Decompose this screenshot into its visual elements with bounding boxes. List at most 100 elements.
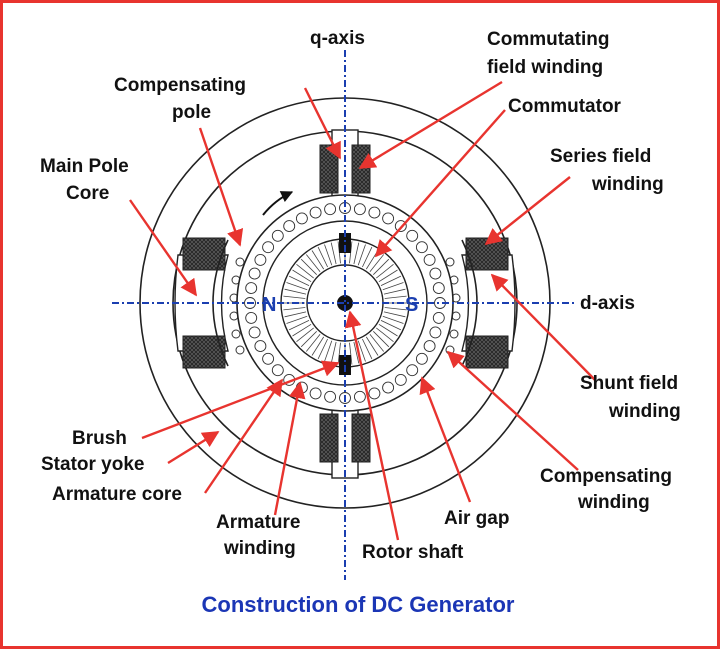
commutator-segment [349,342,353,365]
commutator-segments [283,241,407,365]
commutator-segment [288,275,310,286]
shunt-label-1: Shunt field [580,373,678,394]
armature-conductor [423,253,436,266]
commutator-segment [353,341,360,364]
armature-conductor [415,241,428,254]
commutator-segment [373,331,390,348]
rotation-arrow-icon [262,191,294,216]
commutator-segment [317,246,328,268]
compensating-pole-label-1: Compensating [114,75,246,96]
arrow-compensating-pole [198,127,244,247]
commutator-segment [288,320,310,331]
brush-label: Brush [72,428,127,449]
commutator-segment [357,340,366,362]
armature-conductor [368,387,381,400]
rotor-shaft-label: Rotor shaft [362,542,464,563]
commutator-segment [300,258,317,275]
commutator-segment [380,320,402,331]
armature-conductor [309,206,322,219]
armature-conductor [406,229,419,242]
comp-winding-label-1: Compensating [540,466,672,487]
arrow-rotor-shaft [344,310,400,541]
commutator-segment [353,242,360,265]
commutator-segment [380,275,402,286]
armature-conductor [368,206,381,219]
arrow-commutating [358,80,503,170]
commutator-segment [384,307,407,311]
commutator-segment [305,334,321,352]
commutator-segment [283,295,306,299]
commutator-segment [382,282,404,291]
commutator-segment [311,336,325,356]
armature-core-label: Armature core [52,484,182,505]
commutator-segment [292,323,312,337]
armature-conductor [248,267,261,280]
commutator-segment [378,323,398,337]
north-pole-label: N [262,294,276,316]
commutator-segment [369,254,385,272]
commutator-segment [311,250,325,270]
armature-conductor [353,390,366,403]
commutator-segment [296,327,314,343]
commutator-segment [330,242,337,265]
commutator-segment [376,263,394,279]
armature-conductor [271,229,284,242]
armature-conductor [432,282,445,295]
armature-conductor [262,241,275,254]
compensating-pole-label-2: pole [172,102,211,123]
armature-conductor [309,387,322,400]
commutator-segment [300,331,317,348]
main-pole-label-1: Main Pole [40,156,129,177]
main-pole-label-2: Core [66,183,109,204]
armature-conductor [324,390,337,403]
shunt-label-2: winding [608,401,681,422]
armature-conductor [423,340,436,353]
commutator-segment [286,315,308,324]
arrow-comp-winding [446,350,579,471]
armature-conductor [429,267,442,280]
arrow-series [484,176,571,246]
armature-winding-label-1: Armature [216,512,300,533]
armature-conductor [382,381,395,394]
arrow-armature-core [204,378,283,494]
commutator-segment [286,282,308,291]
armature-conductor [394,373,407,386]
commutator-segment [284,288,307,295]
arrow-air-gap [419,376,472,503]
armature-conductor [254,340,267,353]
armature-conductor [432,311,445,324]
comp-winding-label-2: winding [577,492,650,513]
south-pole-label: S [405,294,418,316]
commutator-segment [369,334,385,352]
armature-conductors [244,202,446,404]
armature-conductor [406,364,419,377]
armature-conductor [415,352,428,365]
commutator-segment [373,258,390,275]
rotor-shaft-icon [337,295,353,311]
arrow-commutator [374,109,506,258]
commutator-segment [376,327,394,343]
commutator-segment [357,244,366,266]
series-label-1: Series field [550,146,651,167]
brush-top [339,233,351,253]
armature-conductor [254,253,267,266]
armature-conductor [245,311,258,324]
d-axis-label: d-axis [580,293,635,314]
armature-conductor [245,282,258,295]
armature-conductor [295,212,308,225]
series-label-2: winding [591,174,664,195]
armature-conductor [353,203,366,216]
stator-yoke-label: Stator yoke [41,454,144,475]
armature-conductor [382,212,395,225]
armature-conductor [271,364,284,377]
armature-conductor [429,326,442,339]
arrow-armature-winding [273,381,306,516]
armature-conductor [283,220,296,233]
commutator-segment [383,311,406,318]
commutator-label: Commutator [508,96,622,117]
q-axis-label: q-axis [310,28,365,49]
armature-conductor [262,352,275,365]
armature-conductor [248,326,261,339]
commutator-segment [283,307,306,311]
